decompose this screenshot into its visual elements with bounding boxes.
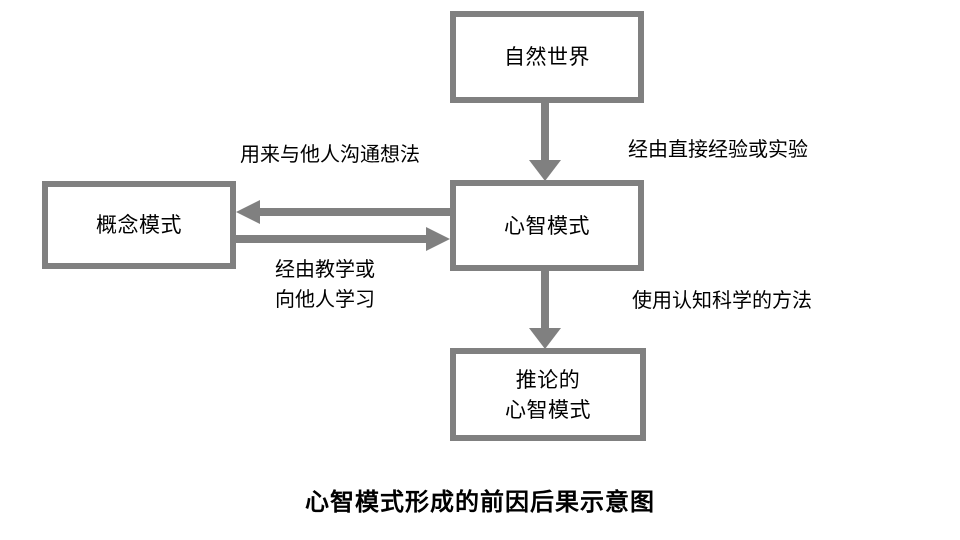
node-inferred-mental-model-label: 推论的 心智模式 (505, 367, 591, 422)
edge-label-cognitive-science: 使用认知科学的方法 (632, 288, 812, 312)
node-conceptual-model-label: 概念模式 (96, 213, 182, 237)
edge-label-direct-experience: 经由直接经验或实验 (628, 137, 808, 161)
arrow-natural-world-to-mental-model (529, 100, 561, 181)
node-inferred-mental-model[interactable]: 推论的 心智模式 (450, 348, 646, 441)
arrow-mental-model-to-inferred-mental-model (529, 268, 561, 349)
node-natural-world[interactable]: 自然世界 (450, 11, 644, 103)
edge-label-communicate-ideas: 用来与他人沟通想法 (240, 142, 420, 166)
arrow-conceptual-model-to-mental-model (234, 227, 450, 251)
node-natural-world-label: 自然世界 (504, 45, 590, 69)
node-conceptual-model[interactable]: 概念模式 (42, 181, 236, 269)
edge-label-teaching-learning: 经由教学或 向他人学习 (275, 257, 375, 311)
arrow-mental-model-to-conceptual-model (236, 200, 452, 224)
diagram-title: 心智模式形成的前因后果示意图 (305, 488, 655, 516)
node-mental-model-label: 心智模式 (504, 213, 590, 238)
node-mental-model[interactable]: 心智模式 (450, 180, 644, 271)
